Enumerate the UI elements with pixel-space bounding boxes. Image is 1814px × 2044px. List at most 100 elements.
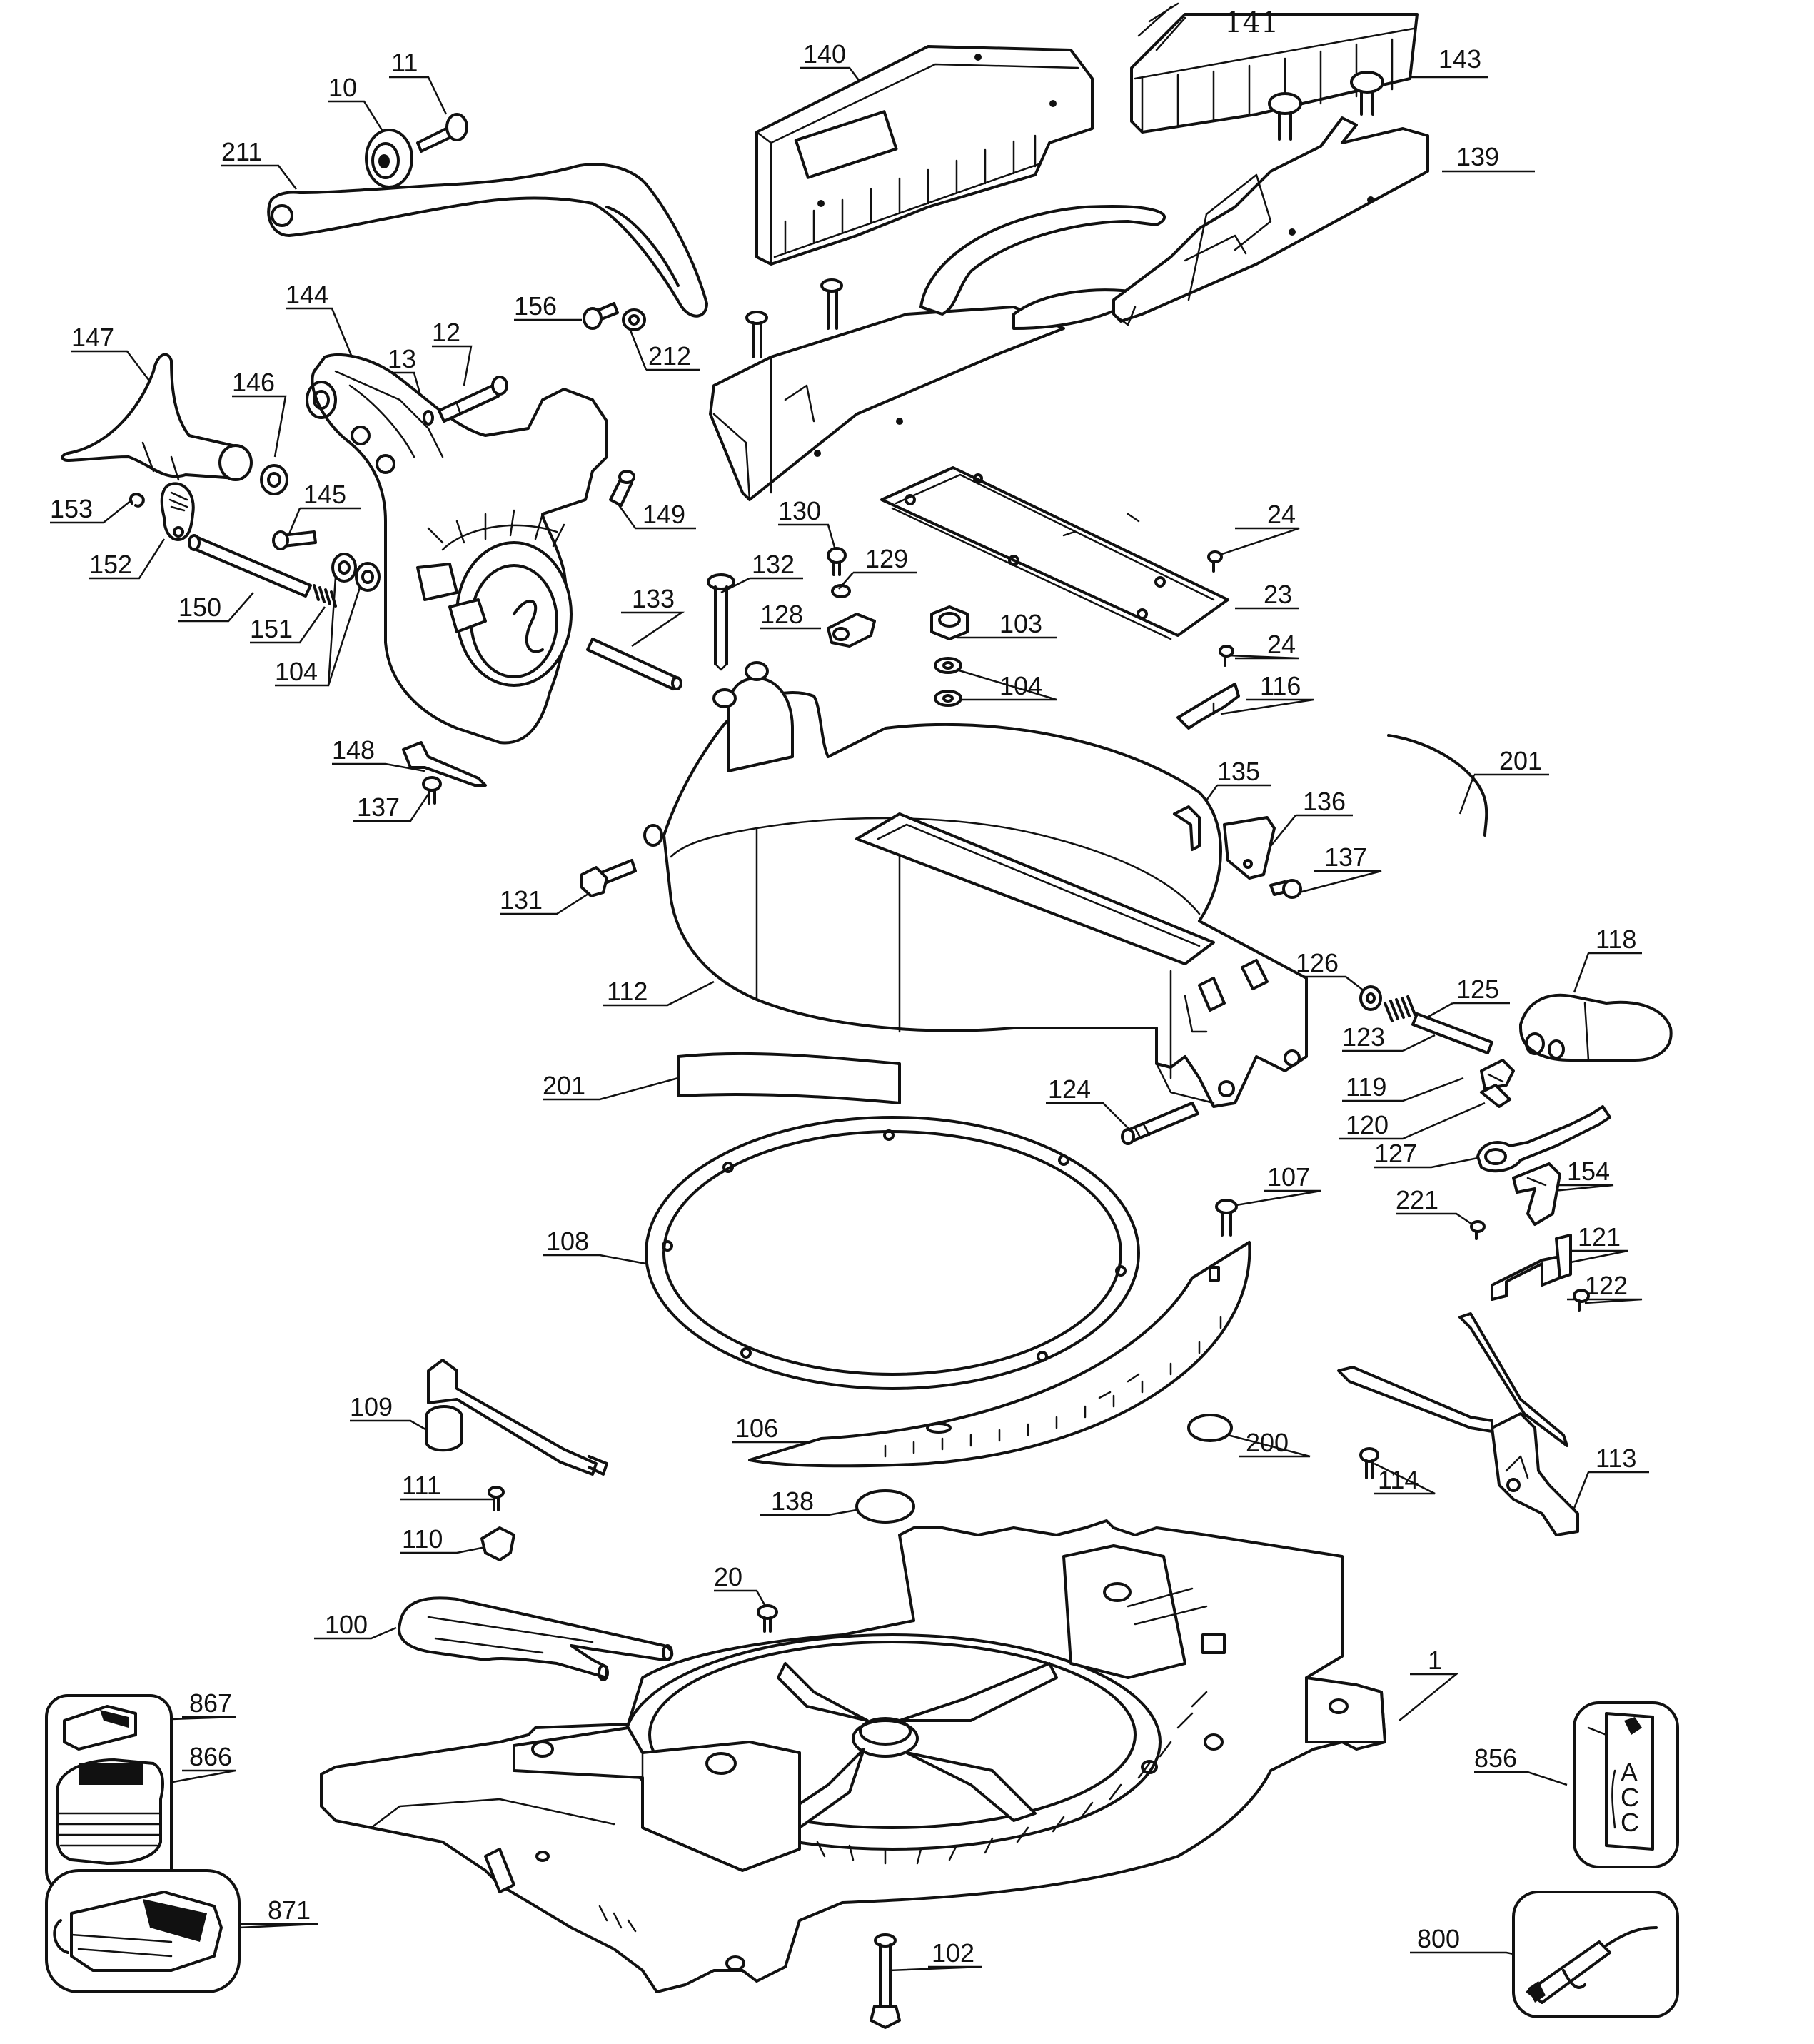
label-135: 135 bbox=[1217, 757, 1260, 786]
label-12: 12 bbox=[432, 318, 460, 347]
label-156: 156 bbox=[514, 291, 557, 321]
bracket-154 bbox=[1512, 1162, 1561, 1226]
label-133: 133 bbox=[632, 584, 675, 613]
label-137-left: 137 bbox=[357, 792, 400, 822]
rod-123 bbox=[1411, 1012, 1493, 1054]
plate-136 bbox=[1223, 816, 1276, 880]
bolt-11 bbox=[416, 113, 468, 153]
spring-151 bbox=[313, 584, 337, 608]
label-137-right: 137 bbox=[1324, 842, 1367, 872]
label-108: 108 bbox=[546, 1227, 589, 1256]
label-123: 123 bbox=[1342, 1022, 1385, 1052]
label-201-right bbox=[1387, 734, 1488, 837]
label-147: 147 bbox=[71, 323, 114, 352]
scale-106 bbox=[748, 1241, 1251, 1468]
inset-cord bbox=[1512, 1891, 1679, 2018]
pin-12 bbox=[438, 376, 508, 423]
clip-116 bbox=[1176, 683, 1240, 730]
label-24-top: 24 bbox=[1267, 500, 1296, 529]
clip-153 bbox=[129, 493, 145, 508]
bracket-113 bbox=[1337, 1312, 1579, 1536]
clip-135 bbox=[1173, 805, 1201, 851]
label-800: 800 bbox=[1417, 1924, 1460, 1953]
screw-137-right bbox=[1269, 879, 1302, 899]
bolt-131 bbox=[580, 859, 637, 897]
label-154: 154 bbox=[1567, 1157, 1610, 1186]
screw-24-bottom bbox=[1219, 645, 1234, 667]
bolt-132 bbox=[707, 573, 735, 671]
lever-152 bbox=[160, 482, 195, 541]
label-138: 138 bbox=[771, 1486, 814, 1516]
washer-146 bbox=[260, 464, 288, 495]
label-110: 110 bbox=[402, 1524, 443, 1554]
screw-111 bbox=[488, 1486, 505, 1511]
part-number-labels: 10 11 211 140 143 139 144 147 13 12 156 … bbox=[50, 39, 1636, 1968]
spring-125 bbox=[1384, 995, 1416, 1022]
nut-103 bbox=[930, 605, 969, 640]
screw-156 bbox=[583, 302, 619, 330]
ring-129 bbox=[831, 584, 851, 598]
label-143: 143 bbox=[1438, 44, 1481, 74]
label-107: 107 bbox=[1267, 1162, 1310, 1192]
label-122: 122 bbox=[1585, 1271, 1628, 1300]
label-148: 148 bbox=[332, 735, 375, 765]
label-144: 144 bbox=[286, 280, 328, 309]
label-153: 153 bbox=[50, 494, 93, 523]
ring-108 bbox=[645, 1116, 1140, 1390]
label-20: 20 bbox=[714, 1562, 742, 1591]
handle-118 bbox=[1519, 993, 1673, 1062]
label-150: 150 bbox=[178, 593, 221, 622]
washer-212 bbox=[622, 308, 646, 331]
label-151: 151 bbox=[250, 614, 293, 643]
clip-13 bbox=[423, 410, 434, 426]
inset-acc: A C C bbox=[1573, 1701, 1679, 1868]
label-119: 119 bbox=[1346, 1072, 1386, 1102]
label-106: 106 bbox=[735, 1414, 778, 1443]
label-221: 221 bbox=[1396, 1185, 1438, 1214]
label-152: 152 bbox=[89, 550, 132, 579]
latch-119 bbox=[1480, 1059, 1515, 1090]
label-856: 856 bbox=[1474, 1743, 1517, 1773]
bolt-102 bbox=[870, 1933, 901, 2029]
screw-20 bbox=[757, 1604, 778, 1633]
label-100: 100 bbox=[325, 1610, 368, 1639]
label-125: 125 bbox=[1456, 975, 1499, 1004]
bearing-10 bbox=[365, 129, 413, 188]
label-24-bottom: 24 bbox=[1267, 630, 1296, 659]
label-102: 102 bbox=[932, 1938, 974, 1968]
lever-109 bbox=[425, 1359, 608, 1476]
inset-battery bbox=[45, 1694, 173, 1893]
label-112: 112 bbox=[607, 977, 648, 1006]
label-211: 211 bbox=[221, 137, 262, 166]
inset-charger bbox=[45, 1869, 241, 1993]
label-129: 129 bbox=[865, 544, 908, 573]
pin-149 bbox=[609, 470, 635, 507]
acc-letter-c1: C bbox=[1621, 1783, 1639, 1812]
label-201-right: 201 bbox=[1499, 746, 1542, 775]
label-130: 130 bbox=[778, 496, 821, 525]
acc-letter-c2: C bbox=[1621, 1808, 1639, 1837]
fence-140 bbox=[745, 45, 1094, 358]
label-121: 121 bbox=[1578, 1222, 1621, 1252]
lever-127 bbox=[1476, 1105, 1611, 1173]
label-145: 145 bbox=[303, 480, 346, 509]
label-104-center: 104 bbox=[999, 671, 1042, 700]
screw-130 bbox=[827, 547, 847, 576]
label-141: 141 bbox=[1224, 6, 1279, 39]
label-140: 140 bbox=[803, 39, 846, 69]
label-867: 867 bbox=[189, 1688, 232, 1718]
label-871: 871 bbox=[268, 1896, 311, 1925]
washers-104-left bbox=[331, 553, 381, 592]
label-146: 146 bbox=[232, 368, 275, 397]
label-104-left: 104 bbox=[275, 657, 318, 686]
label-131: 131 bbox=[500, 885, 543, 915]
label-120: 120 bbox=[1346, 1110, 1389, 1139]
label-118: 118 bbox=[1596, 925, 1636, 954]
label-128: 128 bbox=[760, 600, 803, 629]
screw-221 bbox=[1470, 1220, 1486, 1240]
label-201-left bbox=[677, 1052, 901, 1104]
clip-110 bbox=[480, 1526, 515, 1561]
label-212: 212 bbox=[648, 341, 691, 371]
label-136: 136 bbox=[1303, 787, 1346, 816]
lock-knob-147 bbox=[61, 353, 253, 481]
